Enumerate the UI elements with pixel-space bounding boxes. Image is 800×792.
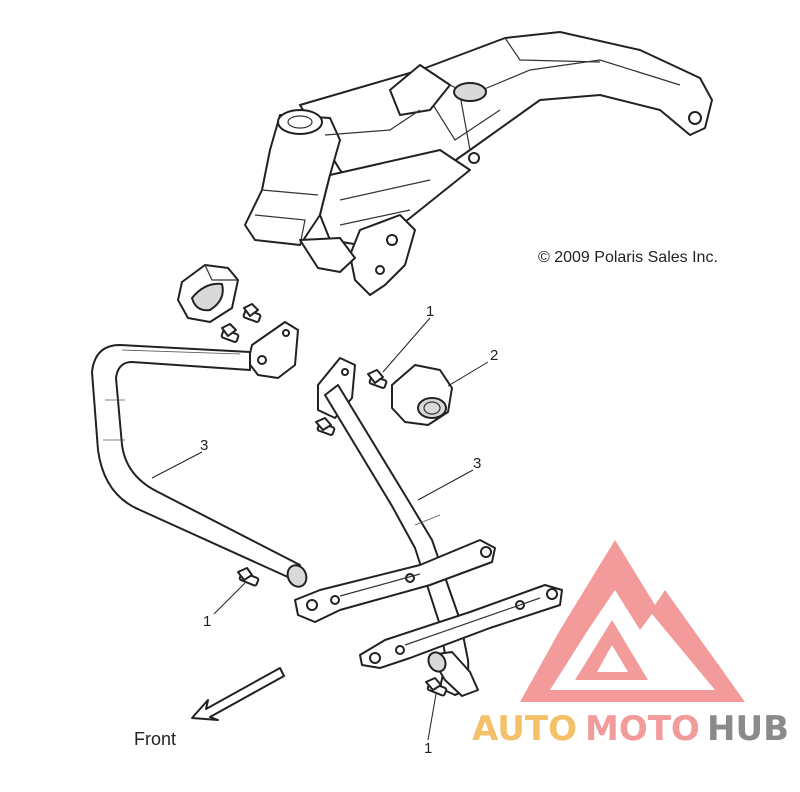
bumper-tube-right: [317, 357, 479, 697]
watermark-text: AUTO MOTO HUB: [472, 709, 789, 749]
callout-1-bottom: 1: [424, 740, 432, 757]
watermark-auto: AUTO: [472, 709, 577, 749]
copyright-notice: © 2009 Polaris Sales Inc.: [538, 249, 718, 266]
front-label: Front: [134, 729, 176, 749]
bolt-upper-right: [367, 369, 388, 389]
bolt-lower-right: [425, 677, 448, 697]
rubber-mount-right: [391, 364, 453, 426]
bolt-lower-left: [237, 567, 260, 587]
callout-1-left: 1: [203, 613, 211, 630]
watermark-logo-icon: [520, 540, 745, 702]
callout-2: 2: [490, 347, 498, 364]
bumper-tube-left: [91, 321, 308, 588]
front-arrow-icon: [191, 667, 285, 721]
bolt-mid-right: [315, 417, 336, 436]
footrest-bracket-lower: [359, 584, 563, 669]
callout-3-right: 3: [473, 455, 481, 472]
bolt-upper-b: [220, 323, 240, 343]
footrest-bracket-upper: [294, 539, 496, 623]
frame-assembly: [244, 31, 713, 296]
watermark-moto: MOTO: [585, 709, 700, 749]
callout-3-left: 3: [200, 437, 208, 454]
leader-lines: [151, 317, 489, 741]
bolt-upper-a: [242, 303, 262, 323]
callout-1-top: 1: [426, 303, 434, 320]
watermark-hub: HUB: [707, 709, 789, 749]
rubber-mount-left: [177, 264, 239, 323]
